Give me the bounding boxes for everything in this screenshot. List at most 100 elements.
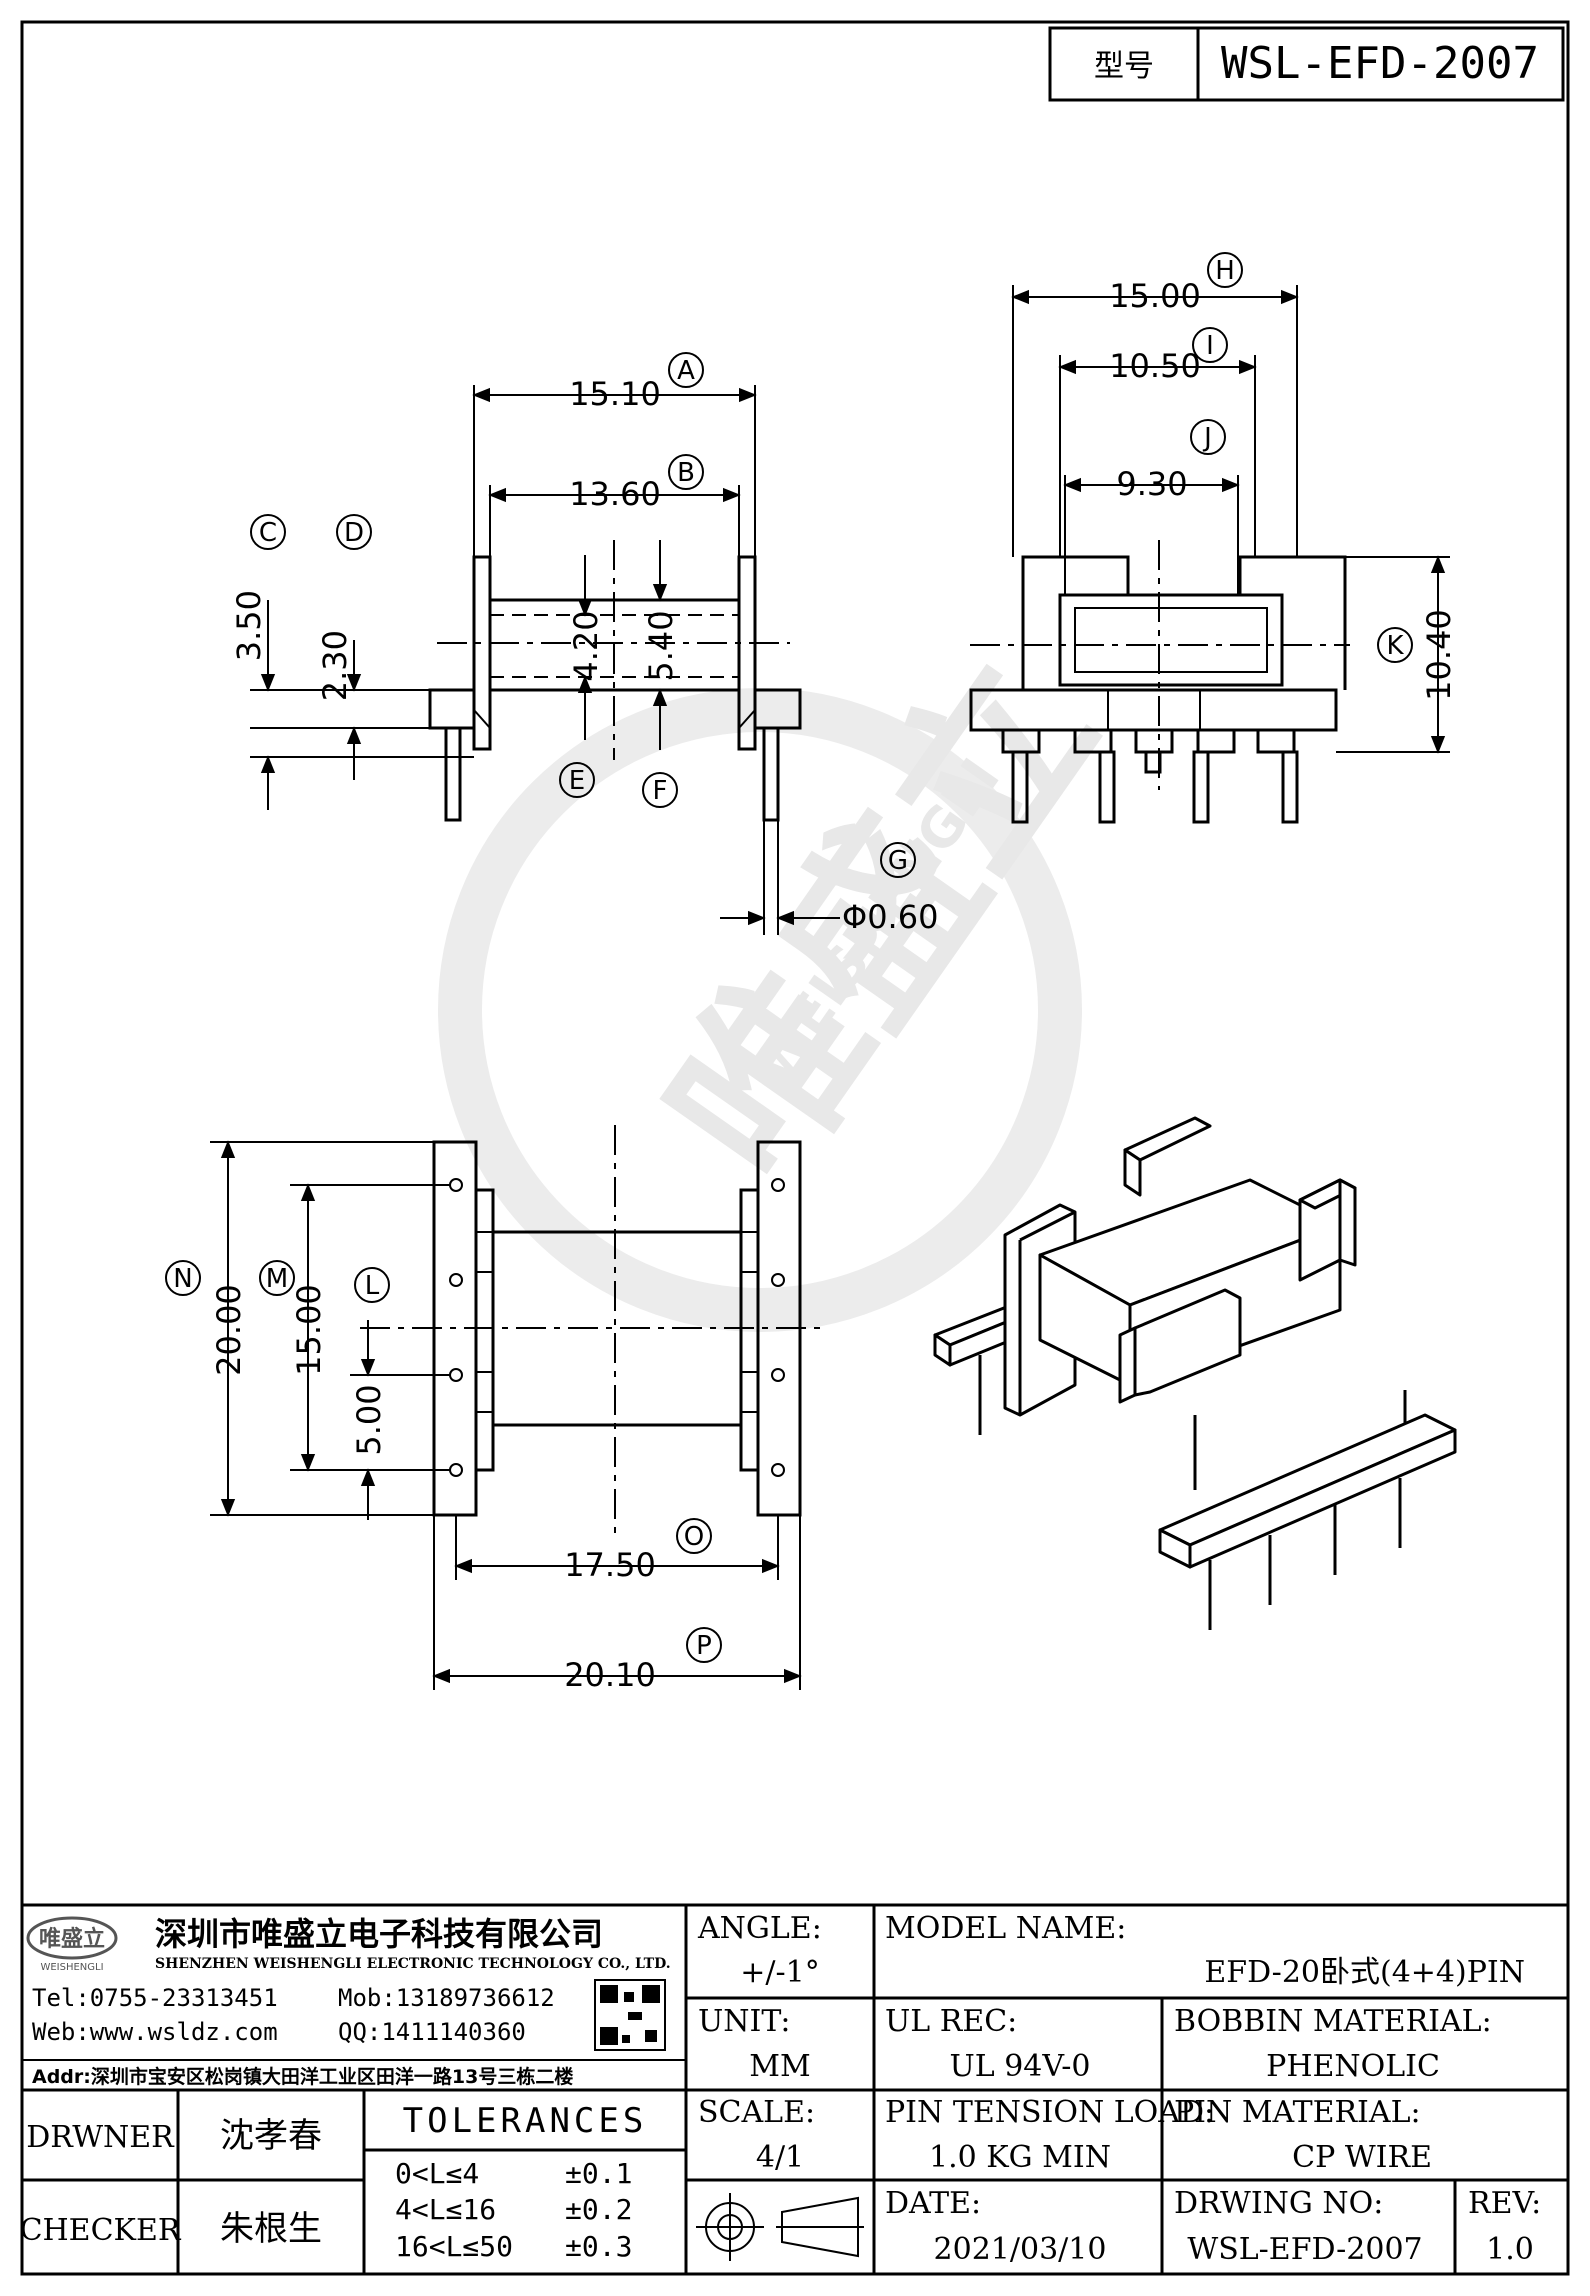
ref-circle-c: C (250, 514, 286, 550)
qr-code-icon (594, 1979, 666, 2051)
dim-i-text: 10.50 (1109, 347, 1201, 385)
tolerance-range: 16<L≤50 (395, 2230, 513, 2263)
svg-text:F: F (653, 776, 668, 806)
drawing-no-value: WSL-EFD-2007 (1187, 2232, 1422, 2267)
ref-circle-f: F (642, 772, 678, 808)
isometric-view (933, 1116, 1457, 1630)
logo-en: WEISHENGLI (40, 1962, 103, 1973)
svg-text:I: I (1206, 331, 1214, 361)
drwner-value: 沈孝春 (220, 2116, 322, 2156)
date-label: DATE: (885, 2186, 981, 2221)
unit-value: MM (749, 2049, 810, 2084)
ref-circle-j: J (1190, 419, 1226, 455)
rev-label: REV: (1468, 2186, 1541, 2221)
checker-value: 朱根生 (220, 2209, 322, 2249)
model-header-box: 型号 WSL-EFD-2007 (1048, 26, 1565, 102)
scale-label: SCALE: (698, 2095, 815, 2130)
dim-g-text: Φ0.60 (842, 898, 938, 936)
dim-b-text: 13.60 (569, 475, 661, 513)
tolerance-row: 16<L≤50 ±0.3 (395, 2230, 632, 2263)
svg-text:H: H (1215, 256, 1235, 286)
dim-p-text: 20.10 (564, 1656, 656, 1694)
title-block: 唯盛立 WEISHENGLI 深圳市唯盛立电子科技有限公司 SHENZHEN W… (20, 1903, 1568, 2274)
model-header-value: WSL-EFD-2007 (1221, 38, 1539, 89)
ref-circle-g: G (880, 842, 916, 878)
pin-material-label: PIN MATERIAL: (1174, 2095, 1421, 2130)
company-mob: Mob:13189736612 (338, 1984, 555, 2012)
ref-circle-o: O (676, 1518, 712, 1554)
tolerance-value: ±0.1 (565, 2157, 632, 2190)
tolerance-value: ±0.2 (565, 2193, 632, 2226)
ref-circle-k: K (1377, 627, 1413, 663)
bobbin-material-value: PHENOLIC (1266, 2049, 1440, 2084)
dim-d-text: 2.30 (316, 630, 354, 701)
reference-circles: A B C D E F G H I J K L M N O P (165, 252, 1413, 1663)
svg-text:M: M (266, 1264, 288, 1294)
date-value: 2021/03/10 (934, 2232, 1107, 2267)
ref-circle-b: B (668, 454, 704, 490)
svg-text:O: O (684, 1522, 704, 1552)
scale-value: 4/1 (756, 2140, 804, 2175)
dim-f-text: 5.40 (642, 610, 680, 681)
dim-j-text: 9.30 (1116, 465, 1187, 503)
svg-text:L: L (365, 1271, 380, 1301)
company-web: Web:www.wsldz.com (32, 2018, 278, 2046)
model-name-label: MODEL NAME: (885, 1911, 1126, 1946)
company-qq: QQ:1411140360 (338, 2018, 526, 2046)
ref-circle-a: A (668, 352, 704, 388)
watermark: 唯盛立 WEISHENGLI (438, 623, 1136, 1332)
ref-circle-e: E (559, 762, 595, 798)
dim-m-text: 15.00 (290, 1284, 328, 1376)
angle-label: ANGLE: (697, 1911, 822, 1946)
tolerance-row: 0<L≤4 ±0.1 (395, 2157, 632, 2190)
rev-value: 1.0 (1486, 2232, 1534, 2267)
company-name-cn: 深圳市唯盛立电子科技有限公司 (155, 1915, 603, 1953)
ref-circle-d: D (336, 514, 372, 550)
checker-label: CHECKER (20, 2213, 182, 2248)
svg-text:J: J (1202, 423, 1212, 453)
svg-text:N: N (173, 1264, 192, 1294)
tolerances-label: TOLERANCES (403, 2101, 648, 2141)
projection-symbol-icon (696, 2193, 864, 2261)
tolerance-value: ±0.3 (565, 2230, 632, 2263)
dimension-labels: 15.10 13.60 3.50 2.30 4.20 5.40 Φ0.60 15… (210, 277, 1458, 1694)
company-address: Addr:深圳市宝安区松岗镇大田洋工业区田洋一路13号三栋二楼 (32, 2065, 573, 2088)
svg-text:B: B (677, 458, 695, 488)
dim-c-text: 3.50 (230, 590, 268, 661)
pin-material-value: CP WIRE (1292, 2140, 1432, 2175)
drwner-label: DRWNER (26, 2120, 175, 2155)
ref-circle-i: I (1192, 327, 1228, 363)
svg-text:A: A (677, 356, 695, 386)
company-logo: 唯盛立 WEISHENGLI (26, 1916, 118, 1973)
dim-k-text: 10.40 (1420, 609, 1458, 701)
ref-circle-l: L (354, 1267, 390, 1303)
tolerance-range: 4<L≤16 (395, 2193, 496, 2226)
side-view (969, 285, 1450, 824)
model-header-label: 型号 (1094, 49, 1154, 84)
svg-text:K: K (1386, 631, 1404, 661)
ref-circle-h: H (1207, 252, 1243, 288)
svg-text:G: G (888, 846, 908, 876)
tolerance-row: 4<L≤16 ±0.2 (395, 2193, 632, 2226)
tolerance-range: 0<L≤4 (395, 2157, 479, 2190)
ref-circle-m: M (259, 1260, 295, 1296)
dim-n-text: 20.00 (210, 1284, 248, 1376)
dim-a-text: 15.10 (569, 375, 661, 413)
company-name-en: SHENZHEN WEISHENGLI ELECTRONIC TECHNOLOG… (155, 1956, 671, 1972)
top-view (210, 1125, 820, 1690)
svg-text:P: P (696, 1631, 712, 1661)
ref-circle-p: P (686, 1627, 722, 1663)
front-view (250, 385, 840, 935)
logo-cn: 唯盛立 (39, 1926, 105, 1952)
pin-tension-label: PIN TENSION LOAD: (885, 2095, 1214, 2130)
model-name-value: EFD-20卧式(4+4)PIN (1204, 1955, 1525, 1990)
dim-l-text: 5.00 (350, 1384, 388, 1455)
sheet-border (20, 20, 1570, 2276)
angle-value: +/-1° (740, 1955, 819, 1990)
ul-rec-value: UL 94V-0 (949, 2049, 1090, 2084)
svg-text:D: D (344, 518, 364, 548)
ul-rec-label: UL REC: (885, 2004, 1017, 2039)
ref-circle-n: N (165, 1260, 201, 1296)
drawing-no-label: DRWING NO: (1174, 2186, 1383, 2221)
